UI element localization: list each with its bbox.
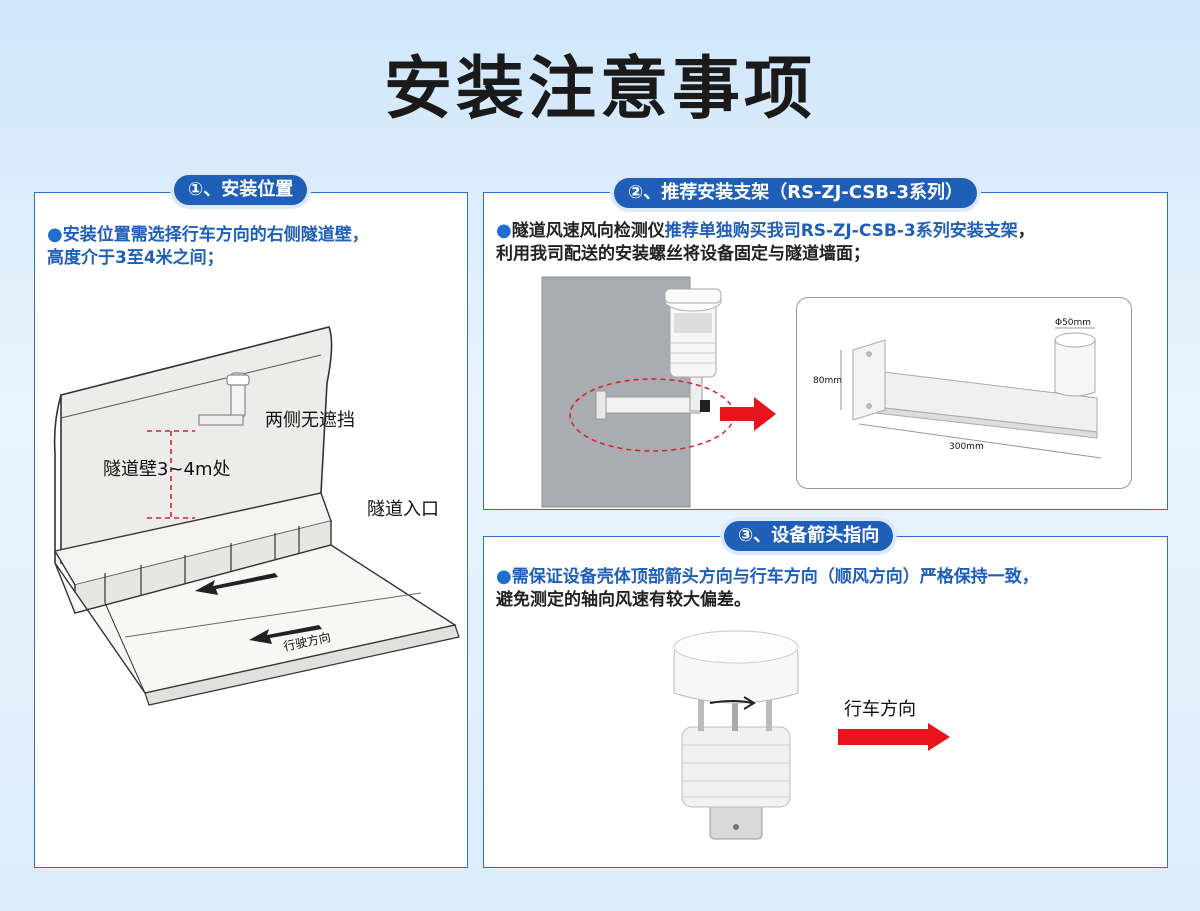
bracket-text-2: ，	[1017, 221, 1035, 241]
panel-arrow-direction: ●需保证设备壳体顶部箭头方向与行车方向（顺风方向）严格保持一致， 避免测定的轴向…	[483, 536, 1168, 868]
arrow-direction-text-2: 避免测定的轴向风速有较大偏差。	[496, 590, 751, 610]
bracket-text-3: 利用我司配送的安装螺丝将设备固定与隧道墙面；	[496, 244, 870, 264]
label-both-sides-clear: 两侧无遮挡	[265, 410, 355, 431]
label-travel-direction: 行车方向	[844, 699, 916, 720]
bullet-dot: ●	[496, 566, 512, 587]
sensor-illustration	[673, 630, 950, 840]
tunnel-illustration	[53, 326, 460, 706]
bracket-text-1: 隧道风速风向检测仪	[511, 221, 665, 241]
label-tunnel-entrance: 隧道入口	[367, 499, 439, 520]
bracket-text-highlight: 推荐单独购买我司RS-ZJ-CSB-3系列安装支架	[664, 221, 1018, 241]
label-wall-height: 隧道壁3~4m处	[103, 459, 231, 480]
dim-diameter: Φ50mm	[1055, 318, 1092, 328]
bracket-description: ●隧道风速风向检测仪推荐单独购买我司RS-ZJ-CSB-3系列安装支架， 利用我…	[496, 219, 1161, 266]
dim-height: 80mm	[813, 376, 842, 386]
tag-install-position: ①、安装位置	[174, 175, 308, 205]
bullet-dot: ●	[496, 220, 512, 241]
page-title: 安装注意事项	[383, 50, 816, 129]
tag-arrow-direction: ③、设备箭头指向	[724, 521, 894, 551]
arrow-direction-description: ●需保证设备壳体顶部箭头方向与行车方向（顺风方向）严格保持一致， 避免测定的轴向…	[496, 565, 1161, 612]
install-position-description: ●安装位置需选择行车方向的右侧隧道壁， 高度介于3至4米之间；	[47, 223, 457, 270]
install-position-text-2: 高度介于3至4米之间；	[47, 248, 224, 268]
panel-recommended-bracket: ●隧道风速风向检测仪推荐单独购买我司RS-ZJ-CSB-3系列安装支架， 利用我…	[483, 192, 1168, 510]
wall-mount-illustration	[541, 276, 776, 508]
bracket-drawing	[840, 327, 1102, 459]
dim-length: 300mm	[949, 442, 984, 452]
bullet-dot: ●	[47, 224, 63, 245]
install-position-text-1: 安装位置需选择行车方向的右侧隧道壁，	[62, 225, 369, 245]
arrow-direction-text-1: 需保证设备壳体顶部箭头方向与行车方向（顺风方向）严格保持一致，	[511, 567, 1039, 587]
bracket-detail-box: Φ50mm 80mm 300mm	[796, 297, 1132, 489]
panel-install-position: ●安装位置需选择行车方向的右侧隧道壁， 高度介于3至4米之间；	[34, 192, 468, 868]
tag-recommended-bracket: ②、推荐安装支架（RS-ZJ-CSB-3系列）	[614, 178, 977, 208]
